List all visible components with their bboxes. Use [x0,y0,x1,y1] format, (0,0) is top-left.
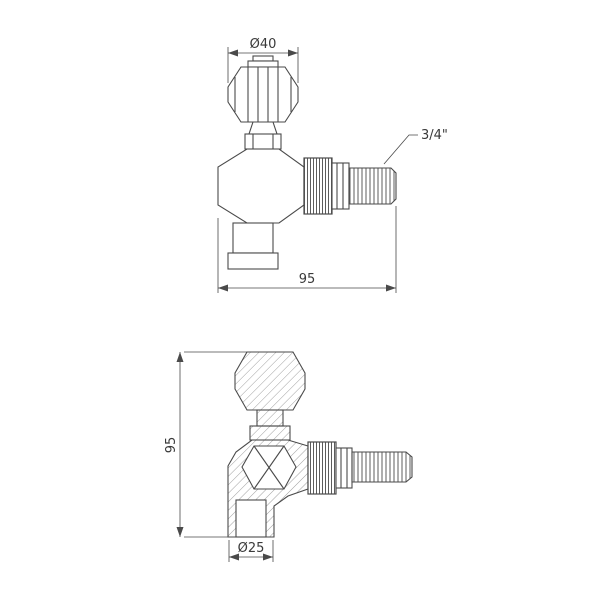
bonnet-section [249,425,291,441]
handwheel [227,55,299,150]
dimension-length: 95 [217,206,397,293]
arrow-right [263,553,273,561]
handwheel-section-outline [234,351,306,411]
body-outline [217,148,305,224]
arrow-right [288,49,298,57]
adapter-hex [331,162,350,210]
adapter-hex [335,447,353,489]
pipe-bore [235,499,267,538]
dim-text-outlet-diameter: Ø25 [238,541,265,556]
dimension-knob-diameter: Ø40 [227,37,299,83]
dim-text-thread-size: 3/4" [421,128,448,143]
arrow-left [218,284,228,292]
outlet-connection [303,157,397,215]
union-nut-knurl [303,157,333,215]
handwheel-cap [247,60,279,68]
section-body [227,439,309,538]
dimension-height: 95 [164,351,247,538]
stem-neck [248,121,278,135]
dimension-thread-leader: 3/4" [383,128,448,165]
arrow-left [229,553,239,561]
dimension-outlet-diameter: Ø25 [228,540,274,562]
arrow-top [176,352,184,362]
male-thread [348,167,397,205]
spindle-diagonal-2 [253,445,285,490]
union-nut-knurl [307,441,337,495]
leader-line [383,134,418,165]
handwheel-cap-top [252,55,274,62]
dim-text-height: 95 [164,437,179,454]
pipe-socket [227,252,279,270]
bonnet-nut [244,133,282,150]
dim-text-knob-diameter: Ø40 [250,37,277,52]
pipe-outline [232,222,274,254]
handwheel-outline [227,66,299,123]
top-view: Ø40 3/4" 95 [217,37,448,293]
bottom-view: 95 Ø25 [164,351,413,562]
stem-section [256,409,284,427]
valve-body [217,148,305,224]
dim-text-length: 95 [299,272,316,287]
section-handwheel [234,351,306,441]
arrow-bottom [176,527,184,537]
inlet-pipe [227,222,279,270]
arrow-left [228,49,238,57]
arrow-right [386,284,396,292]
section-outlet-connection [307,441,413,495]
male-thread [351,451,413,483]
